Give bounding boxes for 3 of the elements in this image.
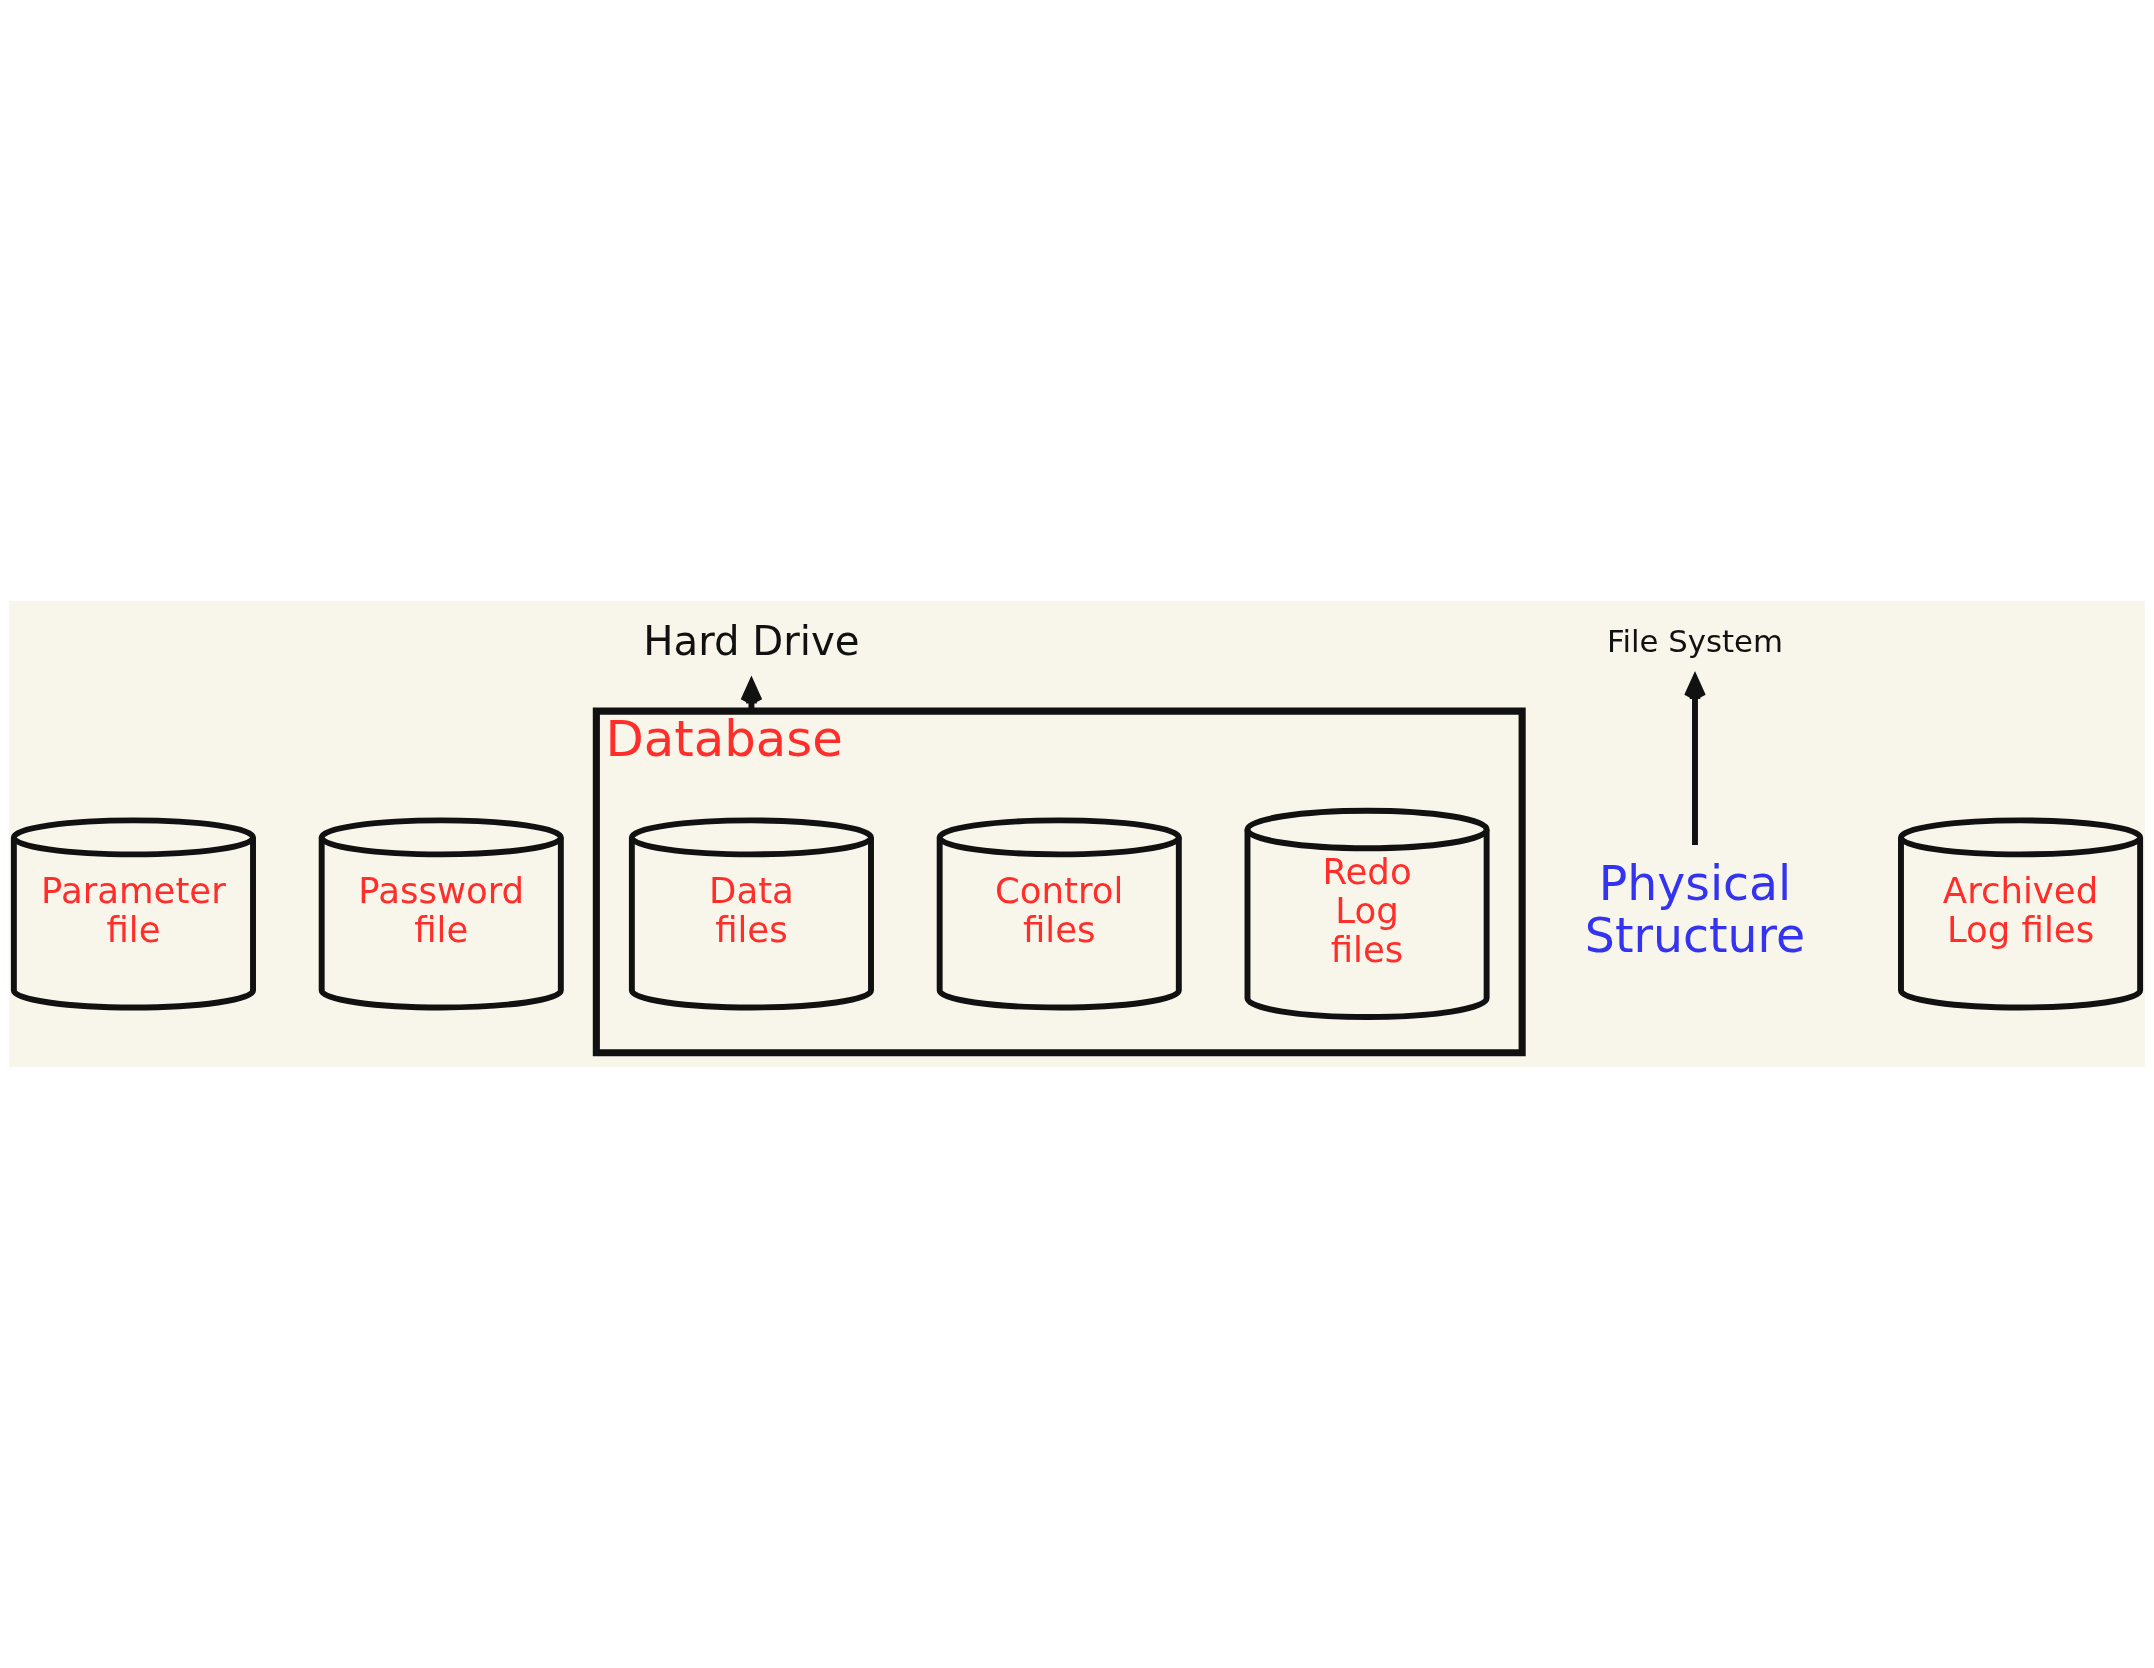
- node-text: Hard Drive: [643, 617, 860, 664]
- node-text: File System: [1606, 622, 1783, 659]
- node-text: Physical Structure: [1584, 855, 1806, 963]
